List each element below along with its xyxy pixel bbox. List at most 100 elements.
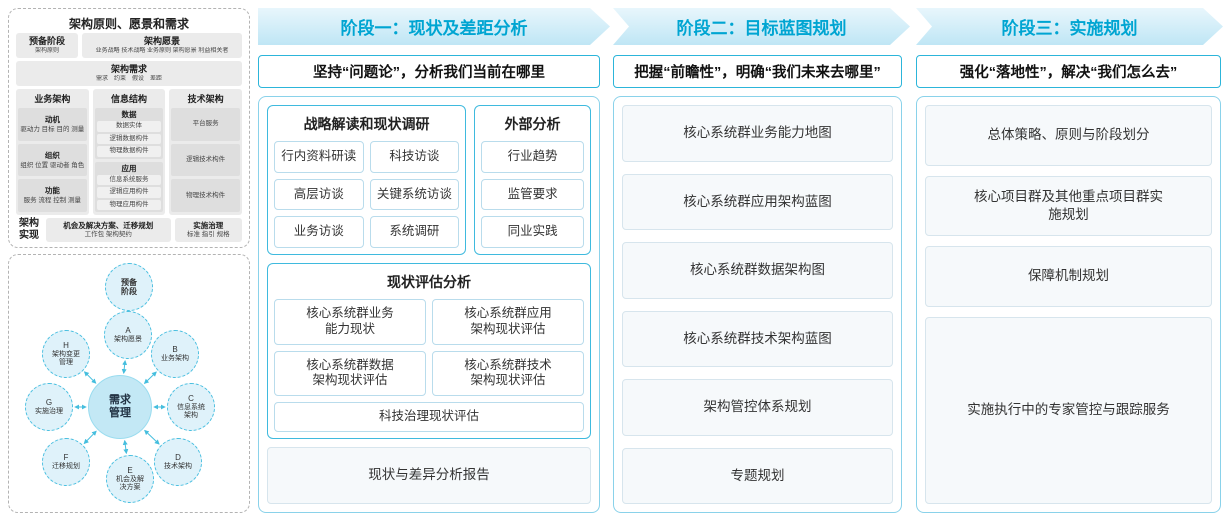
architecture-implementation-row: 架构实现 机会及解决方案、迁移规划 工作包 架构契约 实施治理 标准 指引 规格 <box>16 218 242 242</box>
phase3-deliverable: 总体策略、原则与阶段划分 <box>925 105 1212 166</box>
phase2-deliverable: 核心系统群数据架构图 <box>622 242 893 299</box>
external-item: 同业实践 <box>481 216 584 249</box>
adm-node-letter: G <box>45 398 53 408</box>
external-analysis-items: 行业趋势 监管要求 同业实践 <box>481 141 584 249</box>
adm-node-label: 迁移规划 <box>52 462 80 470</box>
adm-node-f-migration: F 迁移规划 <box>42 438 90 486</box>
application-group: 应用 信息系统服务 逻辑应用构件 物理应用构件 <box>94 161 164 212</box>
technology-architecture-title: 技术架构 <box>187 94 224 105</box>
prep-phase-title: 预备阶段 <box>28 36 65 46</box>
prep-phase-box: 预备阶段 架构原则 <box>16 33 78 59</box>
research-item: 行内资料研读 <box>274 141 364 173</box>
adm-connector-lines <box>74 359 166 455</box>
phase3-subtitle-label: 强化“落地性”，解决“我们怎么去” <box>959 65 1178 81</box>
phase1-top-row: 战略解读和现状调研 行内资料研读 科技访谈 高层访谈 关键系统访谈 业务访谈 系… <box>267 105 591 255</box>
organization-group: 组织 组织 位置 驱动者 角色 <box>18 143 87 177</box>
adm-node-label: 预备阶段 <box>121 277 137 296</box>
implementation-governance-title: 实施治理 <box>193 220 224 230</box>
left-panel-title: 架构原则、愿景和需求 <box>68 17 189 31</box>
information-structure-title: 信息结构 <box>111 94 148 105</box>
assessment-item: 核心系统群数据架构现状评估 <box>274 350 426 396</box>
adm-node-letter: B <box>172 345 178 355</box>
opportunities-migration-box: 机会及解决方案、迁移规划 工作包 架构契约 <box>46 218 171 242</box>
adm-node-letter: F <box>63 453 69 463</box>
function-items: 服务 流程 控制 测量 <box>23 197 82 205</box>
implementation-governance-items: 标准 指引 规格 <box>186 230 230 238</box>
technology-item: 逻辑技术构件 <box>171 143 241 177</box>
adm-node-c-information-systems: C 信息系统架构 <box>167 383 215 431</box>
function-title: 功能 <box>44 186 60 196</box>
adm-node-letter: H <box>63 341 69 351</box>
external-analysis-group: 外部分析 行业趋势 监管要求 同业实践 <box>474 105 591 255</box>
phase2-deliverable: 核心系统群业务能力地图 <box>622 105 893 162</box>
technology-item: 物理技术构件 <box>171 179 241 213</box>
adm-node-e-opportunities: E 机会及解决方案 <box>106 455 154 503</box>
adm-node-label: 业务架构 <box>161 354 189 362</box>
phase2-subtitle: 把握“前瞻性”，明确“我们未来去哪里” <box>613 55 902 88</box>
assessment-item-full: 科技治理现状评估 <box>274 402 584 432</box>
gap-analysis-report-box: 现状与差异分析报告 <box>267 447 591 504</box>
prep-phase-item: 架构原则 <box>34 47 59 54</box>
research-item: 科技访谈 <box>369 141 460 173</box>
research-group: 战略解读和现状调研 行内资料研读 科技访谈 高层访谈 关键系统访谈 业务访谈 系… <box>267 105 467 255</box>
research-group-title: 战略解读和现状调研 <box>303 116 430 132</box>
phase1-body: 战略解读和现状调研 行内资料研读 科技访谈 高层访谈 关键系统访谈 业务访谈 系… <box>258 96 600 513</box>
phase2-body: 核心系统群业务能力地图 核心系统群应用架构蓝图 核心系统群数据架构图 核心系统群… <box>613 96 902 513</box>
application-group-title: 应用 <box>121 163 137 173</box>
phase3-deliverable: 保障机制规划 <box>925 246 1212 307</box>
opportunities-migration-title: 机会及解决方案、迁移规划 <box>63 220 154 230</box>
adm-node-letter: D <box>175 453 181 463</box>
phase1-header-label: 阶段一：现状及差距分析 <box>340 19 528 38</box>
data-item: 逻辑数据构件 <box>96 133 162 145</box>
assessment-item: 核心系统群应用架构现状评估 <box>432 299 584 345</box>
adm-node-letter: C <box>188 394 194 404</box>
application-item: 逻辑应用构件 <box>96 187 162 198</box>
research-item: 业务访谈 <box>274 216 364 248</box>
phase3-deliverable: 核心项目群及其他重点项目群实施规划 <box>925 175 1212 237</box>
external-item: 监管要求 <box>481 178 584 211</box>
business-architecture-column: 业务架构 动机 驱动力 目标 目的 测量 组织 组织 位置 驱动者 角色 功能 … <box>16 89 89 215</box>
phase2-deliverable: 架构管控体系规划 <box>622 379 893 436</box>
phase3-subtitle: 强化“落地性”，解决“我们怎么去” <box>916 55 1221 88</box>
phase2-header-label: 阶段二：目标蓝图规划 <box>676 19 847 38</box>
adm-node-d-technology: D 技术架构 <box>154 438 202 486</box>
architecture-requirements-items: 需求 约束 假设 差距 <box>95 75 162 82</box>
adm-node-label: 信息系统架构 <box>177 403 205 419</box>
architecture-vision-title: 架构愿景 <box>143 36 180 46</box>
phase1-subtitle-label: 坚持“问题论”，分析我们当前在哪里 <box>313 65 545 81</box>
phase2-deliverable: 核心系统群技术架构蓝图 <box>622 310 893 367</box>
motivation-group: 动机 驱动力 目标 目的 测量 <box>18 108 87 141</box>
adm-node-a-vision: A 架构愿景 <box>104 311 152 359</box>
external-analysis-title: 外部分析 <box>504 116 561 132</box>
architecture-requirements-title: 架构需求 <box>110 64 147 75</box>
adm-node-label: 架构变更管理 <box>52 350 80 366</box>
phase3-header-arrow: 阶段三：实施规划 <box>916 8 1223 45</box>
data-item: 物理数据构件 <box>96 146 162 157</box>
phase1-subtitle: 坚持“问题论”，分析我们当前在哪里 <box>258 55 600 88</box>
architecture-vision-box: 架构愿景 业务战略 技术战略 业务原则 架构愿景 利益相关者 <box>82 33 242 59</box>
phase2-deliverable: 专题规划 <box>622 447 893 504</box>
phase2-deliverable: 核心系统群应用架构蓝图 <box>622 173 893 230</box>
research-item: 关键系统访谈 <box>369 178 460 211</box>
phase2-header-arrow: 阶段二：目标蓝图规划 <box>613 8 910 45</box>
architecture-requirements-box: 架构需求 需求 约束 假设 差距 <box>16 61 242 87</box>
organization-items: 组织 位置 驱动者 角色 <box>20 161 85 169</box>
adm-center-label: 需求管理 <box>109 393 131 419</box>
phase1-header-arrow: 阶段一：现状及差距分析 <box>258 8 610 45</box>
architecture-implementation-label: 架构实现 <box>19 218 39 241</box>
adm-node-letter: E <box>127 466 133 476</box>
adm-node-letter: A <box>125 326 131 336</box>
technology-architecture-column: 技术架构 平台服务 逻辑技术构件 物理技术构件 <box>169 89 243 215</box>
information-structure-column: 信息结构 数据 数据实体 逻辑数据构件 物理数据构件 应用 信息系统服务 逻辑应… <box>92 89 166 215</box>
assessment-item: 核心系统群业务能力现状 <box>274 299 426 345</box>
technology-item: 平台服务 <box>171 108 241 141</box>
function-group: 功能 服务 流程 控制 测量 <box>18 179 87 213</box>
assessment-item: 核心系统群技术架构现状评估 <box>432 350 584 396</box>
architecture-principles-panel: 架构原则、愿景和需求 预备阶段 架构原则 架构愿景 业务战略 技术战略 业务原则… <box>8 8 250 248</box>
organization-title: 组织 <box>44 150 60 160</box>
research-item: 高层访谈 <box>274 178 364 211</box>
assessment-group: 现状评估分析 核心系统群业务能力现状 核心系统群应用架构现状评估 核心系统群数据… <box>267 263 591 439</box>
adm-cycle-panel: 预备阶段 A 架构愿景 B 业务架构 C 信息系统架构 D 技术架构 E 机会及… <box>8 254 250 513</box>
architecture-columns: 业务架构 动机 驱动力 目标 目的 测量 组织 组织 位置 驱动者 角色 功能 … <box>16 89 243 215</box>
